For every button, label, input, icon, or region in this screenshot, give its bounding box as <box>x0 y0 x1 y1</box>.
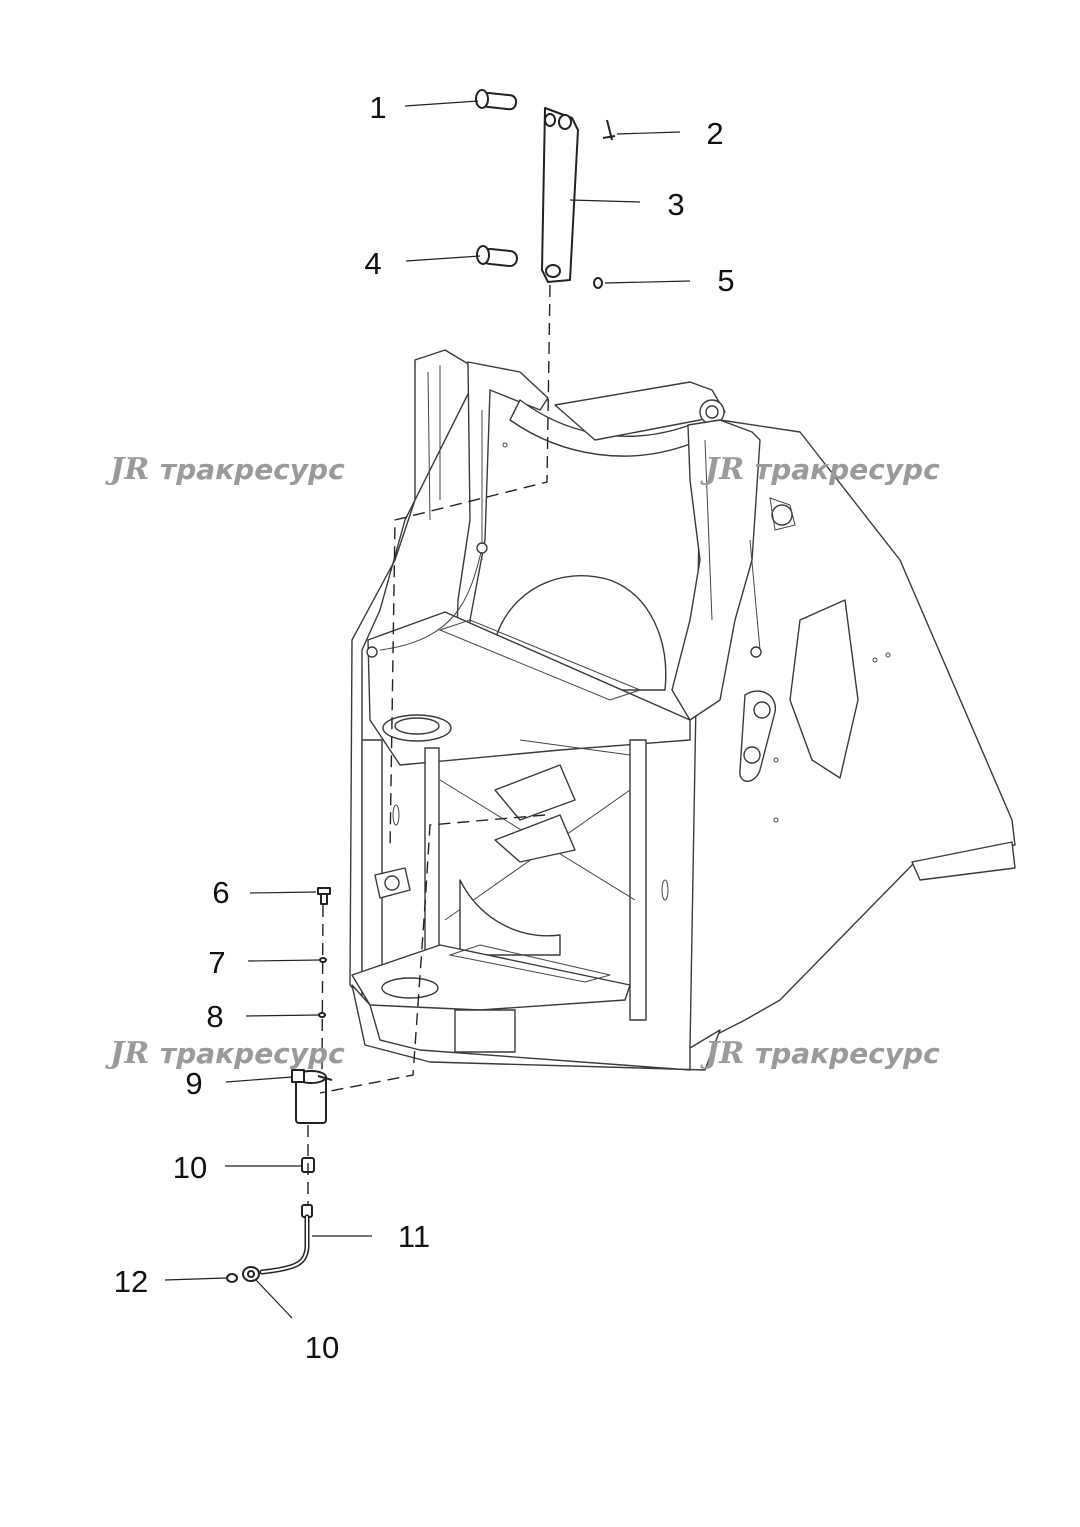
leader-lines <box>164 100 691 1319</box>
callout-1: 1 <box>369 90 386 125</box>
assembly-lines <box>307 284 551 1205</box>
callout-8: 8 <box>206 999 223 1034</box>
part-4-pin <box>476 245 518 268</box>
callout-11: 11 <box>398 1219 430 1254</box>
part-1-pin <box>475 89 518 111</box>
watermark-text: тракресурс <box>160 453 345 486</box>
watermark-text: тракресурс <box>755 1037 940 1070</box>
watermark-logo-icon: JR <box>700 452 744 487</box>
watermark-logo-icon: JR <box>700 1036 744 1071</box>
part-7-washer <box>319 957 327 963</box>
callout-6: 6 <box>212 875 229 910</box>
callout-9: 9 <box>185 1066 202 1101</box>
callout-4: 4 <box>364 246 381 281</box>
part-12-cap <box>226 1273 238 1283</box>
callout-10-lower: 10 <box>305 1330 339 1365</box>
watermark-logo-icon: JR <box>105 452 149 487</box>
watermark-text: тракресурс <box>755 453 940 486</box>
watermark-top-right: JR тракресурс <box>700 452 940 487</box>
part-5-ring <box>593 277 603 289</box>
part-8-washer <box>318 1012 326 1018</box>
part-9-cylinder <box>291 1069 333 1124</box>
callout-12: 12 <box>114 1264 148 1299</box>
watermark-bottom-left: JR тракресурс <box>105 1036 345 1071</box>
callout-7: 7 <box>208 945 225 980</box>
part-2-cotter-pin <box>602 119 616 141</box>
part-10-fitting-lower <box>242 1266 260 1282</box>
watermark-text: тракресурс <box>160 1037 345 1070</box>
callout-labels: 1 2 3 4 5 6 7 8 9 10 11 12 10 <box>114 90 735 1365</box>
callout-5: 5 <box>717 263 734 298</box>
watermark-top-left: JR тракресурс <box>105 452 345 487</box>
callout-3: 3 <box>667 187 684 222</box>
watermark-bottom-right: JR тракресурс <box>700 1036 940 1071</box>
callout-10-upper: 10 <box>173 1150 207 1185</box>
callout-2: 2 <box>706 116 723 151</box>
part-11-pipe <box>259 1204 313 1275</box>
main-frame <box>349 349 1016 1071</box>
part-3-link-rod <box>541 107 579 283</box>
watermark-logo-icon: JR <box>105 1036 149 1071</box>
part-6-bolt <box>317 887 331 905</box>
